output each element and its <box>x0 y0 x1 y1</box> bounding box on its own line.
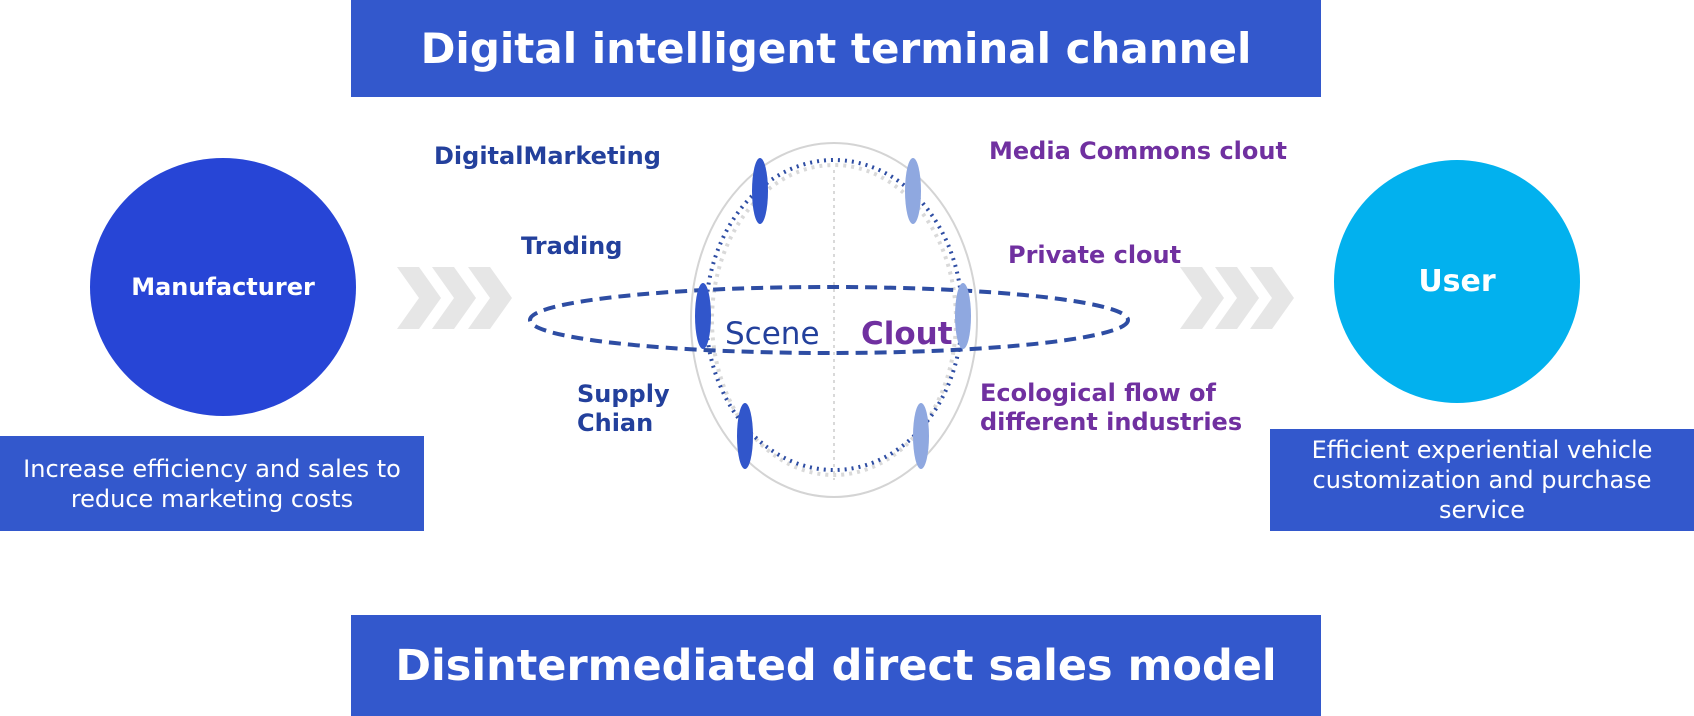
globe-outline <box>690 142 978 498</box>
right-chevron-arrows <box>1180 267 1294 329</box>
label-supply-chain: Supply Chian <box>577 380 670 437</box>
center-label-scene: Scene <box>725 316 820 352</box>
node-bottom-left <box>737 403 753 469</box>
center-label-clout: Clout <box>861 316 953 352</box>
node-mid-right <box>955 283 971 349</box>
label-digital-marketing: DigitalMarketing <box>434 142 661 170</box>
user-label: User <box>1418 264 1496 299</box>
top-banner-title: Digital intelligent terminal channel <box>351 0 1321 97</box>
manufacturer-label: Manufacturer <box>131 273 315 301</box>
node-bottom-right <box>913 403 929 469</box>
label-private-clout: Private clout <box>1008 241 1182 269</box>
node-top-left <box>752 158 768 224</box>
label-trading: Trading <box>521 232 623 260</box>
user-description: Efficient experiential vehicle customiza… <box>1270 429 1694 531</box>
node-mid-left <box>695 283 711 349</box>
manufacturer-description: Increase efficiency and sales to reduce … <box>0 436 424 531</box>
manufacturer-node: Manufacturer <box>90 158 356 416</box>
left-chevron-arrows <box>397 267 512 329</box>
equator-ring <box>528 285 1130 355</box>
label-ecological-flow: Ecological flow of different industries <box>980 379 1243 436</box>
node-top-right <box>905 158 921 224</box>
bottom-banner-title: Disintermediated direct sales model <box>351 615 1321 716</box>
user-node: User <box>1334 160 1580 403</box>
label-media-commons-clout: Media Commons clout <box>989 137 1287 165</box>
